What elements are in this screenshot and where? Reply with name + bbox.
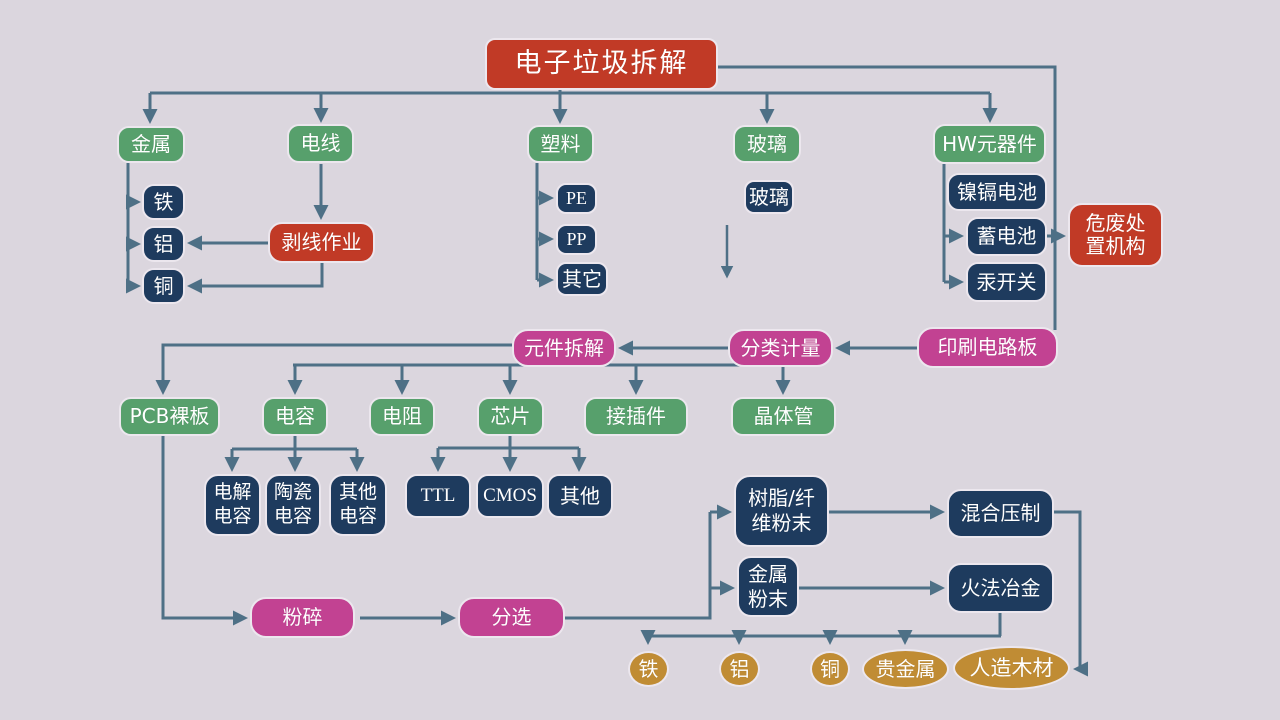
- node-cmos: CMOS: [476, 474, 544, 518]
- node-nicd-battery: 镍镉电池: [947, 173, 1047, 211]
- node-metal-powder: 金属 粉末: [737, 556, 799, 617]
- node-electrolytic-capacitor: 电解 电容: [204, 474, 261, 536]
- node-pp: PP: [556, 224, 597, 255]
- node-crushing: 粉碎: [250, 597, 355, 638]
- node-chip-other: 其他: [547, 474, 613, 518]
- node-sorting-metering: 分类计量: [728, 329, 833, 367]
- node-precious-metal: 贵金属: [862, 649, 949, 689]
- node-wire-stripping: 剥线作业: [268, 222, 375, 263]
- node-hazardous-disposal: 危废处 置机构: [1068, 203, 1163, 267]
- node-printed-circuit-board: 印刷电路板: [917, 327, 1058, 368]
- node-copper-output: 铜: [810, 651, 850, 687]
- node-glass: 玻璃: [733, 125, 801, 163]
- node-pe: PE: [556, 183, 597, 214]
- node-capacitor: 电容: [262, 397, 328, 436]
- node-iron-output: 铁: [628, 651, 669, 687]
- node-artificial-wood: 人造木材: [953, 646, 1070, 690]
- node-resin-fiber-powder: 树脂/纤 维粉末: [734, 475, 829, 547]
- node-ceramic-capacitor: 陶瓷 电容: [265, 474, 321, 536]
- node-ttl: TTL: [405, 474, 471, 518]
- node-storage-battery: 蓄电池: [966, 217, 1047, 256]
- node-ewaste-dismantling: 电子垃圾拆解: [485, 38, 718, 90]
- node-copper: 铜: [142, 268, 185, 304]
- node-aluminum: 铝: [142, 226, 185, 262]
- node-connector-part: 接插件: [584, 397, 688, 436]
- node-mixed-pressing: 混合压制: [947, 489, 1054, 538]
- node-hw-components: HW元器件: [933, 124, 1046, 164]
- node-aluminum-output: 铝: [719, 651, 760, 687]
- node-plastic: 塑料: [527, 125, 594, 163]
- node-other-capacitor: 其他 电容: [329, 474, 387, 536]
- node-component-dismantling: 元件拆解: [512, 329, 616, 367]
- node-pcb-bare-board: PCB裸板: [119, 397, 220, 436]
- node-pyrometallurgy: 火法冶金: [947, 563, 1054, 613]
- node-glass-output: 玻璃: [744, 180, 794, 214]
- node-sorting: 分选: [458, 597, 565, 638]
- node-wire: 电线: [287, 124, 354, 163]
- node-resistor: 电阻: [369, 397, 435, 436]
- node-mercury-switch: 汞开关: [966, 262, 1047, 302]
- node-iron: 铁: [142, 184, 185, 220]
- node-chip: 芯片: [477, 397, 544, 436]
- node-plastic-other: 其它: [556, 262, 608, 296]
- node-metal: 金属: [117, 126, 185, 163]
- node-transistor: 晶体管: [731, 397, 836, 436]
